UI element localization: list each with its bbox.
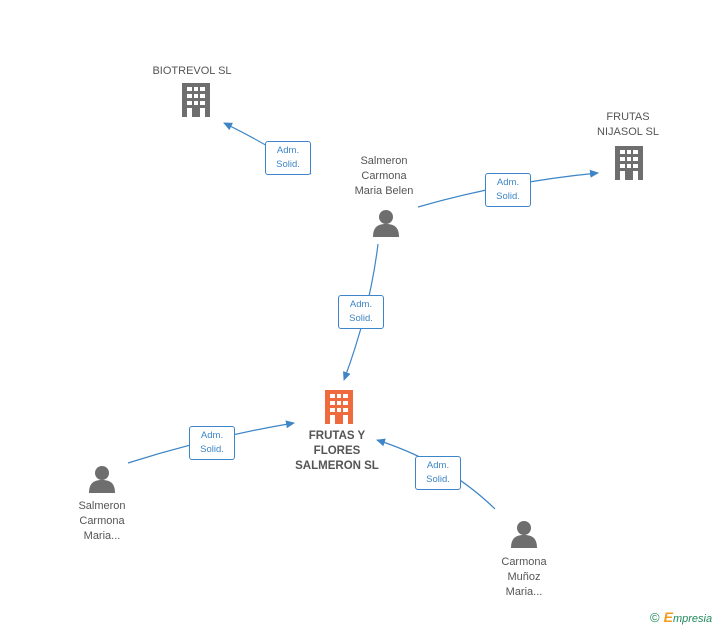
edge-label-maria-flores[interactable]: Adm. Solid. xyxy=(189,426,235,460)
node-label-biotrevol: BIOTREVOL SL xyxy=(152,65,232,77)
node-label-frutas-flores: FRUTAS Y FLORES SALMERON SL xyxy=(295,430,379,472)
person-icon[interactable] xyxy=(373,210,399,237)
edge-label-belen-nijasol[interactable]: Adm. Solid. xyxy=(485,173,531,207)
node-label-salmeron-maria: Salmeron Carmona Maria... xyxy=(78,500,126,542)
copyright-symbol: © xyxy=(650,610,660,625)
person-icon[interactable] xyxy=(511,521,537,548)
node-label-salmeron-belen: Salmeron Carmona Maria Belen xyxy=(354,155,414,197)
building-icon[interactable] xyxy=(182,83,210,117)
node-label-carmona-munoz: Carmona Muñoz Maria... xyxy=(501,556,547,598)
brand-credit: ©Empresia xyxy=(650,609,712,625)
building-icon[interactable] xyxy=(615,146,643,180)
edge-label-munoz-flores[interactable]: Adm. Solid. xyxy=(415,456,461,490)
node-label-frutas-nijasol: FRUTAS NIJASOL SL xyxy=(597,111,659,138)
person-icon[interactable] xyxy=(89,466,115,493)
brand-name: mpresia xyxy=(672,613,713,625)
edge-label-belen-flores[interactable]: Adm. Solid. xyxy=(338,295,384,329)
edge-label-belen-biotrevol[interactable]: Adm. Solid. xyxy=(265,141,311,175)
brand-logo-initial: E xyxy=(663,609,673,625)
building-icon[interactable] xyxy=(325,390,353,424)
